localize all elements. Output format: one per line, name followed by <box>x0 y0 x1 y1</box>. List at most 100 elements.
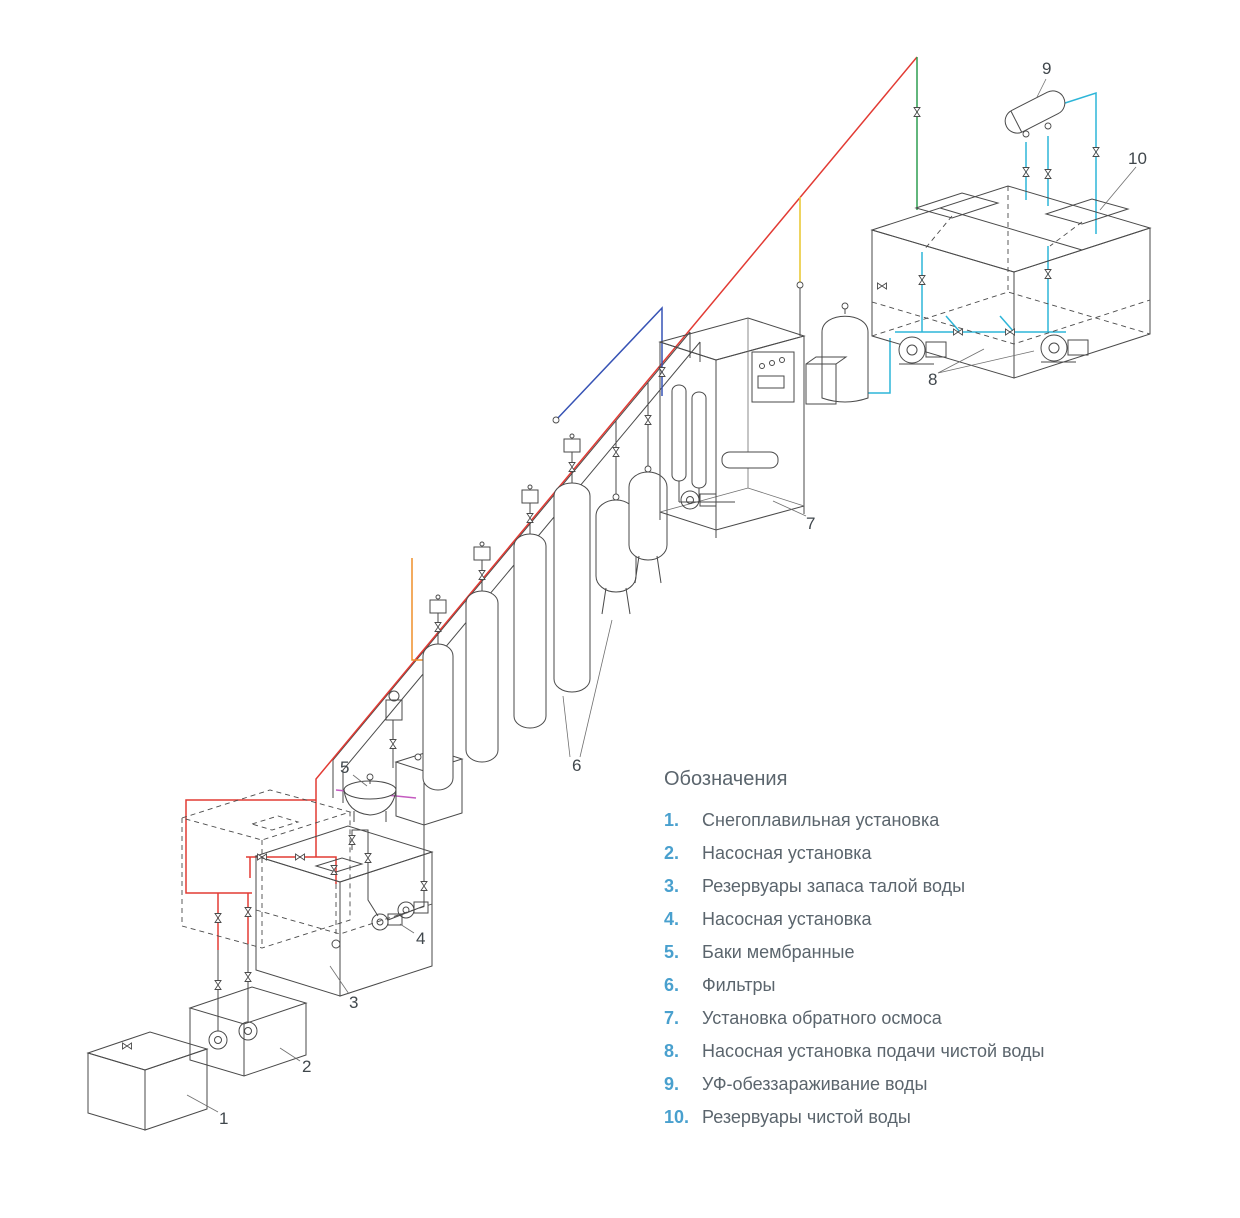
valve-icon <box>364 853 372 863</box>
clean-water-tank-10 <box>870 185 1152 379</box>
cyan-branch <box>945 315 961 333</box>
pump-unit-4 <box>348 824 429 931</box>
water-level <box>255 903 433 935</box>
leader-line <box>1036 78 1047 98</box>
callout-5: 5 <box>340 758 349 777</box>
tank-bowl <box>343 789 397 816</box>
valve-icon <box>1044 169 1052 179</box>
pump-body <box>680 490 700 510</box>
cabinet-top <box>805 356 848 365</box>
legend-item: 6. Фильтры <box>664 974 1184 996</box>
valve-icon <box>389 739 397 749</box>
valve-icon <box>122 1042 132 1050</box>
leader-line <box>1099 166 1137 211</box>
pump-impeller <box>244 1027 252 1035</box>
discharge-pipe <box>387 824 425 921</box>
side-face <box>339 851 433 997</box>
pump-motor <box>925 341 947 358</box>
pump-impeller <box>1048 342 1060 354</box>
legend-item-number: 4. <box>664 909 680 929</box>
tank-legs <box>353 811 387 822</box>
callout-3: 3 <box>349 993 358 1012</box>
water-level <box>871 299 1151 345</box>
vessel-body <box>553 482 591 693</box>
filter-vessel <box>553 433 591 693</box>
valve-icon <box>526 513 534 523</box>
leader-line <box>279 1047 301 1062</box>
leader-line <box>937 348 1035 374</box>
pipes-blue <box>555 306 663 421</box>
pump-impeller <box>214 1036 222 1044</box>
hidden-edges <box>871 186 1151 337</box>
legend-item: 10. Резервуары чистой воды <box>664 1106 1184 1128</box>
dosing-pump <box>385 699 403 721</box>
top-face <box>254 825 434 883</box>
legend-item-label: Установка обратного осмоса <box>702 1008 942 1028</box>
pump-impeller <box>376 918 384 926</box>
hatch <box>250 815 300 831</box>
callout-7: 7 <box>806 514 815 533</box>
legend-item-number: 5. <box>664 942 680 962</box>
vessel-body <box>513 533 547 729</box>
vessel-body <box>465 590 499 763</box>
suction-pipe <box>351 829 379 917</box>
uv-seam <box>1010 110 1023 133</box>
pump-body <box>1040 334 1068 362</box>
membrane-housing <box>721 451 779 469</box>
pump-unit-8 <box>898 334 1089 365</box>
filter-head <box>521 489 539 504</box>
filter-vessel <box>422 594 454 791</box>
legend-item-label: Насосная установка <box>702 843 872 863</box>
fitting-icon <box>1022 130 1030 138</box>
red-branch <box>185 799 316 894</box>
hatch <box>314 857 364 873</box>
legend-item: 7. Установка обратного осмоса <box>664 1007 1184 1029</box>
leader-line <box>399 923 415 934</box>
legend-item-number: 10. <box>664 1107 690 1127</box>
legend-item-label: Резервуары запаса талой воды <box>702 876 966 896</box>
valve-icon <box>1044 269 1052 279</box>
valve-icon <box>244 907 252 917</box>
callout-6: 6 <box>572 756 581 775</box>
snow-melting-unit <box>86 1031 209 1131</box>
uv-cylinder <box>1004 90 1066 134</box>
pump-impeller <box>906 344 918 356</box>
valve-icon <box>478 570 486 580</box>
legend-item-number: 6. <box>664 975 680 995</box>
legend-item-label: Снегоплавильная установка <box>702 810 940 830</box>
red-main-header <box>315 56 918 857</box>
dosing-pump-head <box>388 690 400 702</box>
legend-item-number: 8. <box>664 1041 680 1061</box>
fitting-icon <box>366 773 374 781</box>
hatch <box>1044 198 1130 225</box>
valve-icon <box>214 980 222 990</box>
tank-body <box>821 315 869 403</box>
legend-item-label: Фильтры <box>702 975 776 995</box>
callout-9: 9 <box>1042 59 1051 78</box>
filter-knob <box>569 433 575 439</box>
fitting-icon <box>796 281 804 289</box>
pit-walls <box>189 1003 307 1077</box>
filter-vessel <box>628 382 668 584</box>
partition-line <box>939 207 1083 251</box>
internal-piping <box>678 481 735 503</box>
filter-knob <box>479 541 485 547</box>
valve-icon <box>568 462 576 472</box>
cabinet <box>805 363 837 405</box>
vessel-legs <box>634 555 662 584</box>
legend-item: 4. Насосная установка <box>664 908 1184 930</box>
pump-body <box>898 336 926 364</box>
filter-knob <box>527 484 533 490</box>
cyan-pipe <box>1061 91 1097 234</box>
fitting-icon <box>841 302 849 310</box>
pump-impeller <box>686 496 694 504</box>
legend-item: 1. Снегоплавильная установка <box>664 809 1184 831</box>
pump-body <box>371 913 389 931</box>
filter-head <box>429 599 447 614</box>
filter-knob <box>435 594 441 600</box>
membrane-housing <box>691 391 707 489</box>
valve-icon <box>1092 147 1100 157</box>
callout-leaders <box>186 78 1137 1113</box>
